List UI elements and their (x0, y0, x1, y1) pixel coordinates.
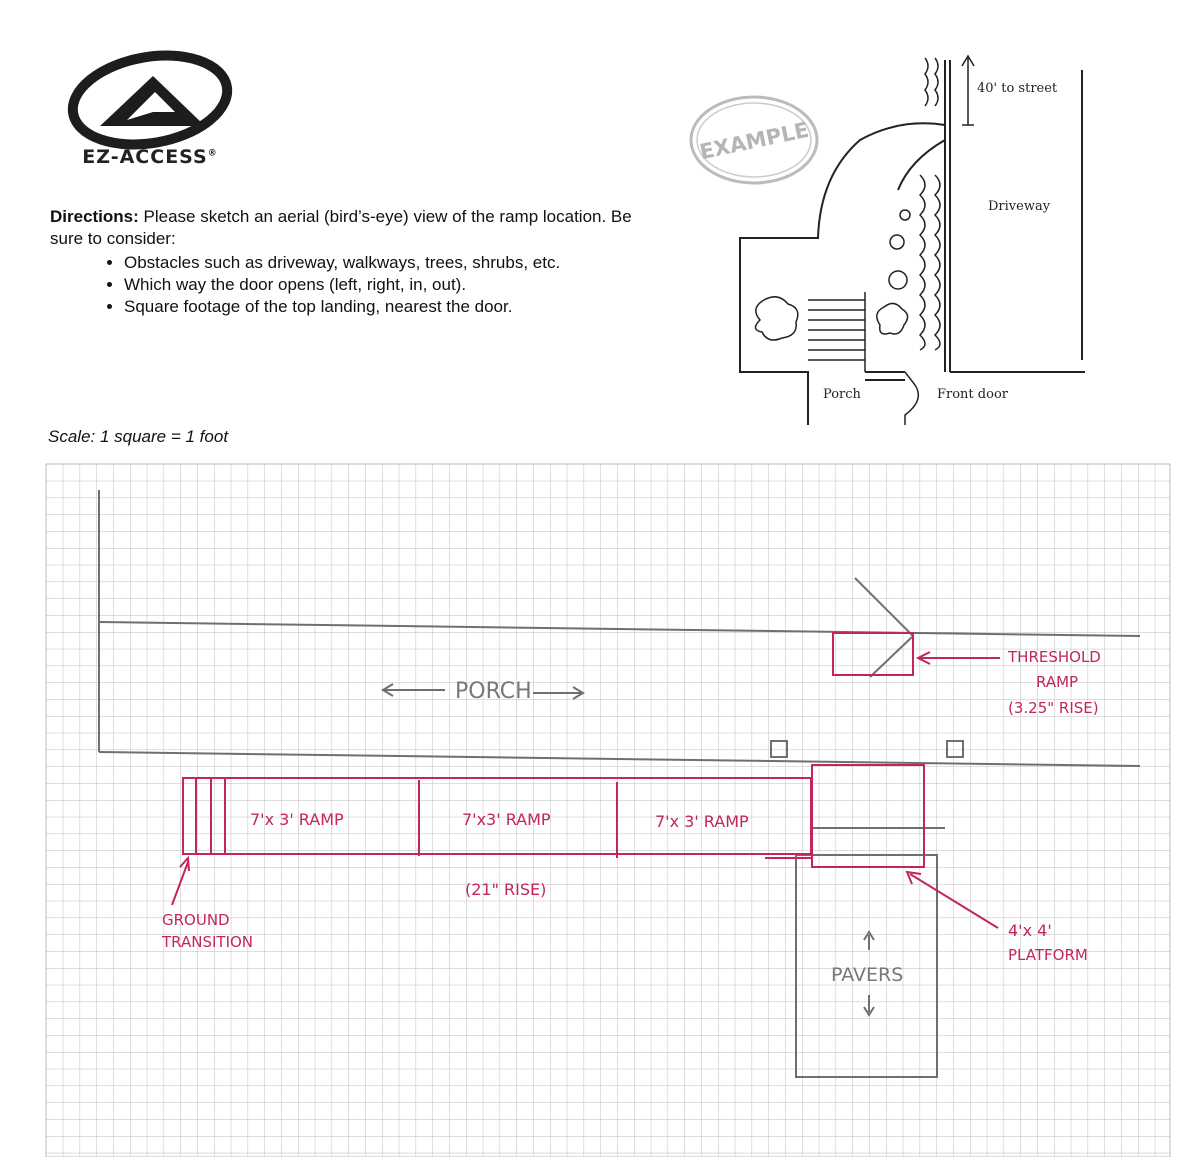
ramp-1-label: 7'x 3' RAMP (250, 810, 344, 829)
porch-label: Porch (823, 387, 862, 402)
threshold-label-1: THRESHOLD (1007, 648, 1101, 666)
pavers-text: PAVERS (831, 964, 903, 986)
street-label: 40' to street (977, 81, 1058, 96)
directions-text: Please sketch an aerial (bird’s-eye) vie… (50, 207, 632, 248)
rise-label: (21" RISE) (465, 880, 546, 899)
list-item: Which way the door opens (left, right, i… (124, 274, 650, 296)
threshold-label-2: RAMP (1036, 673, 1078, 691)
platform-label-1: 4'x 4' (1008, 921, 1052, 940)
ramp-3-label: 7'x 3' RAMP (655, 812, 749, 831)
porch-outline (98, 490, 1141, 1078)
ground-transition-label-2: TRANSITION (161, 933, 253, 951)
platform-label-2: PLATFORM (1008, 946, 1088, 964)
porch-text: PORCH (455, 679, 532, 704)
ez-access-logo (67, 50, 233, 150)
ramp-system (171, 632, 1000, 929)
brand-name: EZ-ACCESS® (82, 146, 218, 168)
threshold-label-3: (3.25" RISE) (1008, 699, 1099, 717)
list-item: Square footage of the top landing, neare… (124, 296, 650, 318)
scale-label: Scale: 1 square = 1 foot (48, 427, 229, 446)
graph-grid (45, 463, 1171, 1157)
directions: Directions: Please sketch an aerial (bir… (50, 206, 650, 318)
ramp-2-label: 7'x3' RAMP (462, 810, 551, 829)
front-door-label: Front door (937, 387, 1009, 402)
list-item: Obstacles such as driveway, walkways, tr… (124, 252, 650, 274)
directions-list: Obstacles such as driveway, walkways, tr… (84, 252, 650, 318)
example-sketch: EXAMPLE 40' to street Driveway Porch Fro… (689, 54, 1085, 425)
ground-transition-label-1: GROUND (162, 911, 230, 929)
driveway-label: Driveway (988, 199, 1051, 214)
directions-label: Directions: (50, 207, 139, 226)
